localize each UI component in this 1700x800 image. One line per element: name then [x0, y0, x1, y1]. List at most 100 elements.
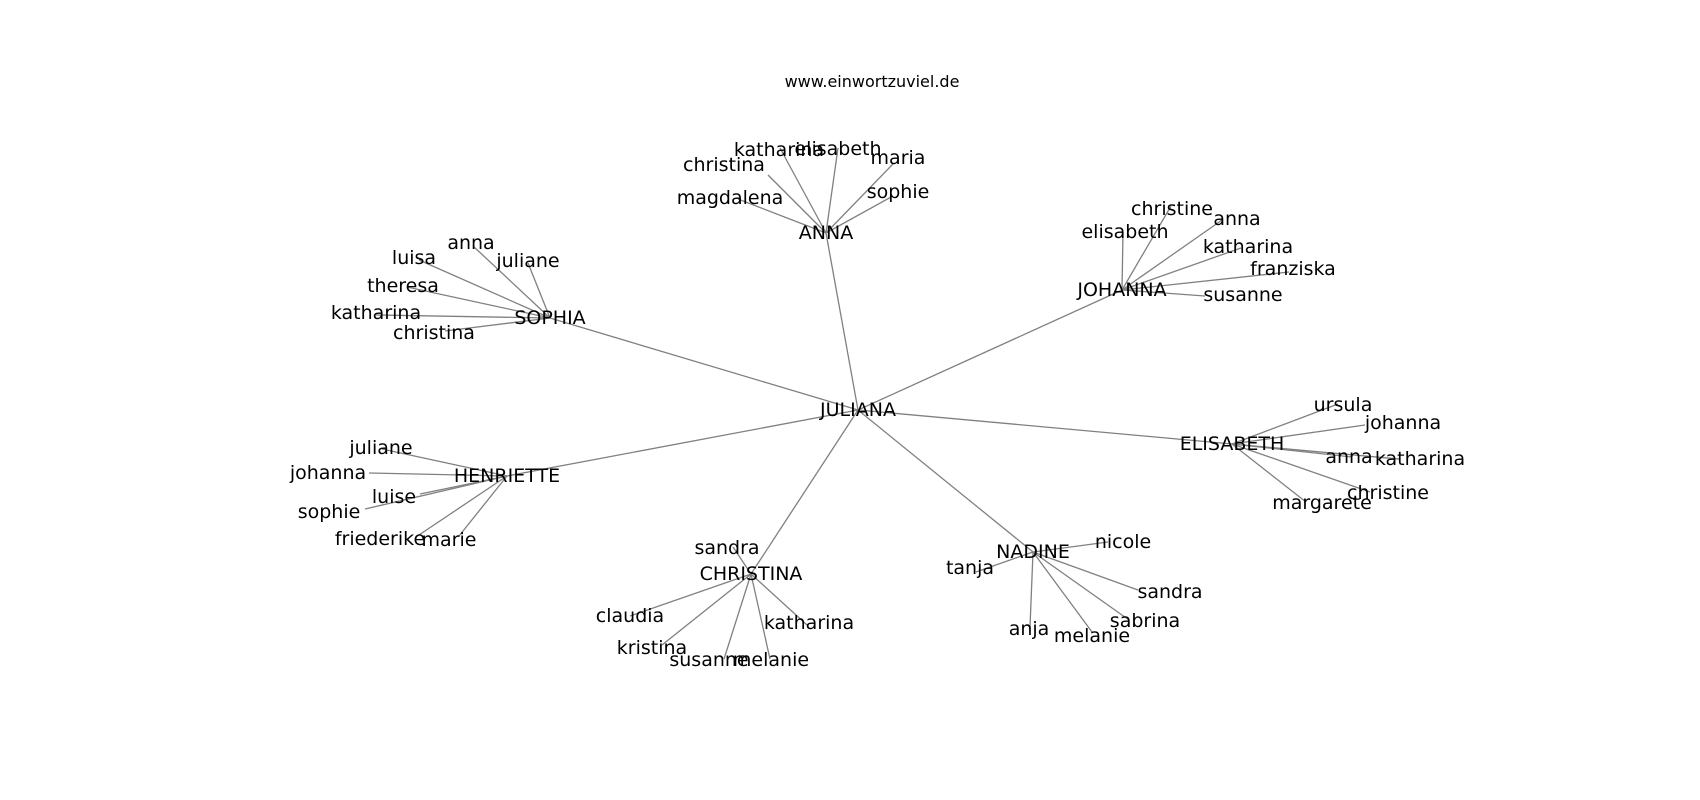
edge-hub-to-leaf [825, 147, 839, 234]
leaf-node-label: juliane [348, 437, 412, 459]
leaf-node-label: theresa [367, 275, 439, 297]
edge-hub-to-leaf [1121, 247, 1242, 291]
leaf-node-label: kristina [617, 637, 687, 659]
leaf-node-label: johanna [1364, 412, 1441, 434]
edge-hub-to-leaf [1121, 231, 1124, 291]
leaf-node-label: sabrina [1110, 610, 1180, 632]
leaf-node-label: katharina [1203, 236, 1293, 258]
edge-hub-to-leaf [825, 163, 894, 234]
hub-node-label: JOHANNA [1076, 279, 1166, 301]
edge-hub-to-leaf [1231, 443, 1400, 460]
hub-node-label: SOPHIA [514, 307, 585, 329]
hub-node-label: ELISABETH [1180, 433, 1285, 455]
edge-hub-to-leaf [406, 286, 551, 319]
edge-hub-to-leaf [527, 262, 551, 319]
leaf-node-label: juliane [495, 250, 559, 272]
edge-hub-to-leaf [381, 448, 508, 477]
leaf-node-label: katharina [1375, 448, 1465, 470]
graph-edges [364, 147, 1400, 660]
edge-hub-to-leaf [368, 472, 508, 477]
graph-labels: JULIANAANNAkatharinaelisabethmariachrist… [289, 138, 1465, 671]
leaf-node-label: margarete [1272, 492, 1372, 514]
edge-hub-to-leaf [661, 573, 752, 646]
leaf-node-label: christina [393, 322, 475, 344]
edge-root-to-hub [506, 409, 859, 477]
leaf-node-label: nicole [1095, 531, 1151, 553]
edge-hub-to-leaf [767, 174, 827, 234]
leaf-node-label: tanja [946, 557, 994, 579]
edge-hub-to-leaf [364, 475, 508, 510]
leaf-node-label: katharina [734, 139, 824, 161]
leaf-node-label: claudia [596, 605, 664, 627]
hub-node-label: CHRISTINA [700, 563, 803, 585]
leaf-node-label: franziska [1250, 258, 1336, 280]
edge-hub-to-leaf [375, 314, 551, 319]
leaf-node-label: christine [1347, 482, 1429, 504]
leaf-node-label: magdalena [677, 187, 784, 209]
edge-hub-to-leaf [1231, 403, 1339, 445]
edge-hub-to-leaf [750, 573, 771, 660]
edge-hub-to-leaf [737, 198, 827, 234]
edge-hub-to-leaf [1121, 271, 1290, 291]
hub-node-label: ANNA [799, 222, 853, 244]
edge-hub-to-leaf [750, 573, 808, 626]
leaf-node-label: ursula [1314, 394, 1373, 416]
leaf-node-label: sophie [298, 501, 361, 523]
edge-hub-to-leaf [1121, 289, 1206, 297]
leaf-node-label: anna [447, 232, 494, 254]
leaf-node-label: melanie [1054, 625, 1130, 647]
page-title: www.einwortzuviel.de [784, 72, 960, 91]
leaf-node-label: christine [1131, 198, 1213, 220]
edge-root-to-hub [750, 409, 859, 575]
leaf-node-label: luise [372, 486, 416, 508]
leaf-node-label: luisa [392, 247, 436, 269]
leaf-node-label: katharina [764, 612, 854, 634]
edge-hub-to-leaf [1231, 424, 1366, 445]
edge-hub-to-leaf [1231, 443, 1371, 493]
leaf-node-label: maria [871, 147, 926, 169]
leaf-node-label: christina [683, 154, 765, 176]
leaf-node-label: sandra [694, 537, 759, 559]
leaf-node-label: sophie [867, 181, 930, 203]
edge-hub-to-leaf [723, 573, 752, 660]
edge-hub-to-leaf [629, 573, 752, 617]
edge-root-to-hub [825, 232, 859, 411]
edge-hub-to-leaf [458, 475, 508, 537]
edge-root-to-hub [857, 409, 1233, 445]
hub-node-label: HENRIETTE [454, 465, 560, 487]
leaf-node-label: anja [1009, 618, 1050, 640]
hub-node-label: NADINE [996, 541, 1070, 563]
leaf-node-label: marie [422, 529, 477, 551]
leaf-node-label: johanna [289, 462, 366, 484]
edge-hub-to-leaf [732, 546, 752, 575]
leaf-node-label: sandra [1137, 581, 1202, 603]
leaf-node-label: elisabeth [794, 138, 881, 160]
edge-hub-to-leaf [825, 195, 894, 234]
edge-hub-to-leaf [1121, 205, 1172, 291]
edge-hub-to-leaf [779, 147, 827, 234]
leaf-node-label: friederike [335, 528, 425, 550]
leaf-node-label: anna [1213, 208, 1260, 230]
edge-hub-to-leaf [1032, 551, 1139, 591]
edge-hub-to-leaf [1032, 551, 1130, 621]
edge-hub-to-leaf [1032, 541, 1109, 553]
edge-hub-to-leaf [472, 245, 551, 319]
edge-hub-to-leaf [444, 317, 551, 332]
edge-hub-to-leaf [415, 475, 508, 538]
edge-root-to-hub [857, 409, 1034, 553]
leaf-node-label: elisabeth [1081, 221, 1168, 243]
root-node-label: JULIANA [819, 399, 896, 421]
edge-root-to-hub [549, 317, 859, 411]
edge-hub-to-leaf [418, 259, 551, 319]
edge-hub-to-leaf [1032, 551, 1093, 633]
leaf-node-label: melanie [733, 649, 809, 671]
edge-hub-to-leaf [975, 551, 1034, 573]
edge-hub-to-leaf [1121, 219, 1223, 291]
edge-hub-to-leaf [1029, 551, 1034, 628]
leaf-node-label: katharina [331, 302, 421, 324]
leaf-node-label: anna [1325, 446, 1372, 468]
leaf-node-label: susanne [669, 649, 748, 671]
leaf-node-label: susanne [1203, 284, 1282, 306]
edge-hub-to-leaf [1231, 443, 1307, 503]
